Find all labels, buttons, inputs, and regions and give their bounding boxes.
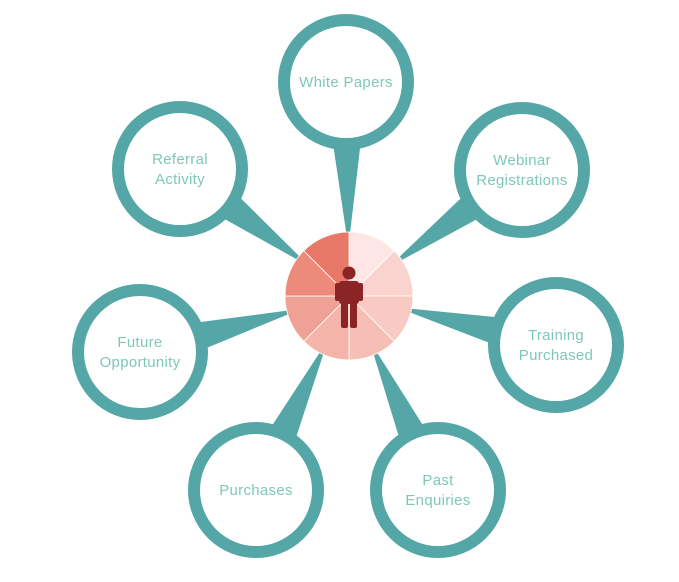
node-label-line: Past (422, 472, 454, 489)
node-label-line: Registrations (476, 172, 567, 189)
node-ring-white-papers (278, 14, 414, 150)
node-rings (72, 14, 624, 558)
connector-future-opportunity (194, 310, 292, 350)
central-hub (284, 231, 414, 361)
node-label-line: Activity (155, 171, 205, 188)
connectors (194, 141, 501, 442)
node-ring-purchases (188, 422, 324, 558)
node-label-line: Enquiries (405, 492, 470, 509)
node-ring-training-purchased (488, 277, 624, 413)
node-label-line: Purchases (219, 482, 293, 499)
node-ring-referral-activity (112, 101, 248, 237)
connector-purchases (269, 349, 325, 442)
node-label-line: Future (117, 334, 162, 351)
node-label-purchases: Purchases (219, 482, 293, 499)
node-label-line: White Papers (299, 74, 393, 91)
connector-training-purchased (407, 308, 501, 345)
node-label-line: Training (528, 327, 584, 344)
connector-referral-activity (219, 193, 302, 262)
connector-white-papers (332, 141, 361, 236)
node-ring-past-enquiries (370, 422, 506, 558)
node-ring-webinar-registrations (454, 102, 590, 238)
node-label-line: Opportunity (100, 354, 181, 371)
node-ring-future-opportunity (72, 284, 208, 420)
node-label-line: Purchased (519, 347, 593, 364)
node-label-line: Webinar (493, 152, 551, 169)
connector-past-enquiries (372, 349, 426, 442)
person-icon (335, 266, 363, 328)
connector-webinar-registrations (396, 194, 482, 262)
hub-segment (303, 231, 350, 297)
node-label-white-papers: White Papers (299, 74, 393, 91)
node-label-line: Referral (152, 151, 208, 168)
